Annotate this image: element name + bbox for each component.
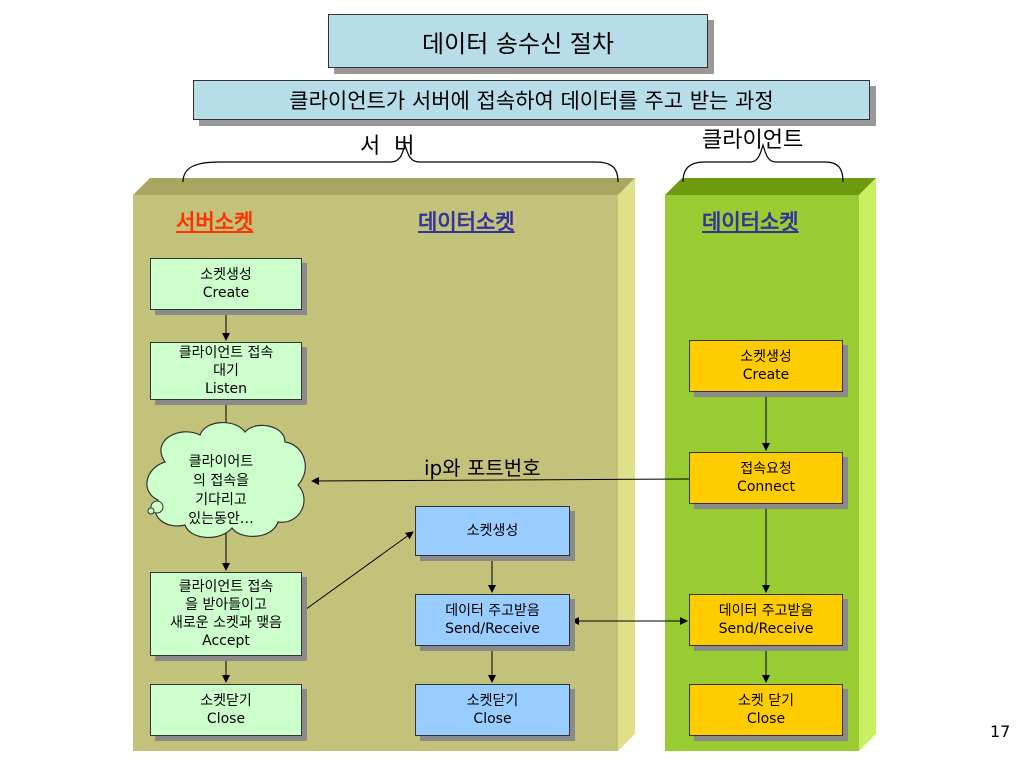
client-label: 클라이언트: [702, 128, 804, 153]
accept-line-2: 을 받아들이고: [185, 597, 267, 613]
client-close-sub: Close: [746, 711, 786, 727]
server-listen-label-2: 대기: [213, 363, 239, 379]
data-socket-close-box: 소켓닫기 Close: [415, 684, 570, 736]
cloud-line-1: 클라이어트: [188, 454, 254, 470]
subtitle: 클라이언트가 서버에 접속하여 데이터를 주고 받는 과정: [289, 89, 774, 113]
server-create-sub: Create: [202, 285, 250, 301]
arrow-accept-to-data-socket: [301, 531, 414, 613]
client-connect-label: 접속요청: [740, 461, 792, 477]
server-listen-sub: Listen: [205, 381, 247, 397]
server-close-sub: Close: [206, 711, 246, 727]
client-send-box: 데이터 주고받음 Send/Receive: [689, 594, 843, 646]
title-box: 데이터 송수신 절차: [328, 14, 708, 68]
accept-line-3: 새로운 소켓과 맺음: [170, 615, 282, 631]
server-close-label: 소켓닫기: [200, 693, 252, 709]
client-close-label: 소켓 닫기: [738, 693, 794, 709]
client-connect-box: 접속요청 Connect: [689, 452, 843, 504]
data-socket-create-label: 소켓생성: [466, 523, 519, 539]
server-panel-top: [133, 178, 635, 195]
client-connect-sub: Connect: [737, 479, 795, 495]
server-label: 서 버: [360, 134, 415, 159]
server-data-socket-heading: 데이터소켓: [418, 210, 515, 234]
data-socket-send-box: 데이터 주고받음 Send/Receive: [415, 594, 570, 646]
accept-line-1: 클라이언트 접속: [178, 579, 274, 595]
client-send-sub: Send/Receive: [718, 621, 814, 637]
server-listen-label: 클라이언트 접속: [178, 345, 274, 361]
client-brace: [682, 142, 844, 183]
client-create-sub: Create: [742, 367, 790, 383]
data-socket-send-sub: Send/Receive: [445, 621, 540, 637]
connection-label: ip와 포트번호: [424, 456, 541, 480]
waiting-cloud-text: 클라이어트 의 접속을 기다리고 있는동안…: [166, 453, 276, 529]
waiting-cloud: [146, 422, 306, 539]
cloud-line-2: 의 접속을: [193, 473, 249, 489]
server-accept-box: 클라이언트 접속 을 받아들이고 새로운 소켓과 맺음 Accept: [150, 572, 302, 656]
server-close-box: 소켓닫기 Close: [150, 684, 302, 736]
server-create-label: 소켓생성: [200, 267, 252, 283]
cloud-line-4: 있는동안…: [188, 511, 254, 527]
data-socket-close-sub: Close: [473, 711, 512, 727]
client-panel-top: [665, 178, 876, 195]
accept-line-4: Accept: [202, 633, 250, 649]
server-panel-side: [618, 178, 635, 751]
data-socket-create-box: 소켓생성: [415, 506, 570, 556]
client-panel-side: [859, 178, 876, 751]
title: 데이터 송수신 절차: [422, 29, 614, 58]
client-create-box: 소켓생성 Create: [689, 340, 843, 392]
arrow-connect-to-server: [311, 476, 690, 485]
client-data-socket-heading: 데이터소켓: [702, 210, 799, 234]
server-create-box: 소켓생성 Create: [150, 258, 302, 310]
client-create-label: 소켓생성: [740, 349, 792, 365]
cloud-line-3: 기다리고: [195, 492, 247, 508]
client-close-box: 소켓 닫기 Close: [689, 684, 843, 736]
subtitle-box: 클라이언트가 서버에 접속하여 데이터를 주고 받는 과정: [193, 80, 870, 120]
page-number: 17: [990, 722, 1011, 741]
data-socket-send-label: 데이터 주고받음: [445, 603, 540, 619]
client-send-label: 데이터 주고받음: [718, 603, 814, 619]
server-brace: [182, 142, 619, 183]
data-socket-close-label: 소켓닫기: [466, 693, 519, 709]
server-socket-heading: 서버소켓: [176, 210, 254, 234]
server-listen-box: 클라이언트 접속 대기 Listen: [150, 342, 302, 400]
